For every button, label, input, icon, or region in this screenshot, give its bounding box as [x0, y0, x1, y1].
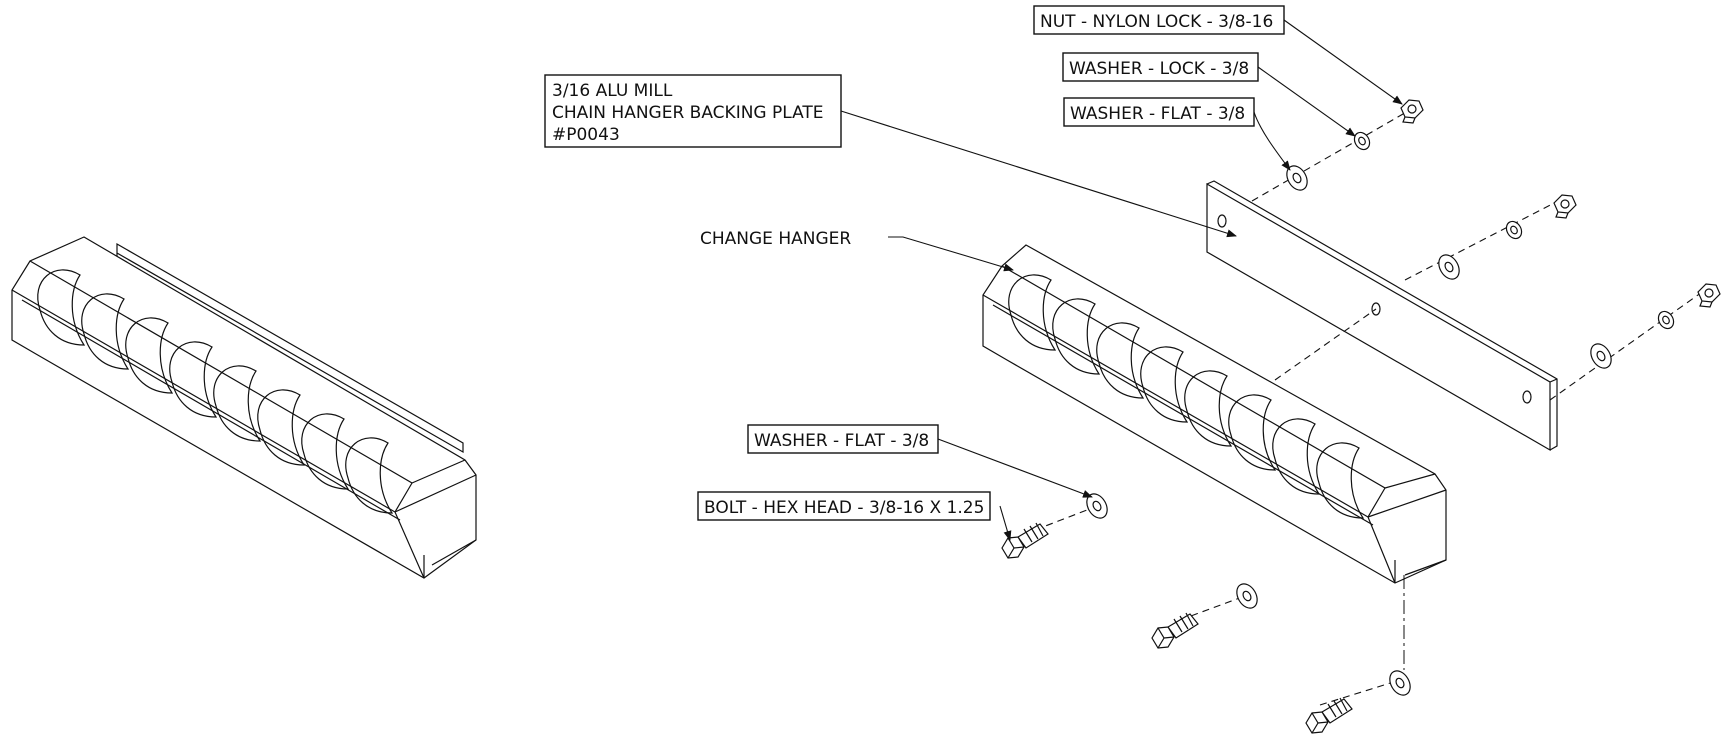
- flat-washer-icon: [1389, 670, 1411, 696]
- flat-washer-icon: [1236, 583, 1258, 609]
- flat-washer-icon: [1286, 165, 1308, 191]
- callout-backing-plate-line1: 3/16 ALU MILL: [552, 81, 673, 101]
- callout-flat-washer-top-text: WASHER - FLAT - 3/8: [1070, 104, 1245, 124]
- callout-backing-plate-line2: CHAIN HANGER BACKING PLATE: [552, 103, 824, 123]
- lock-washer-icon: [1505, 220, 1523, 240]
- hex-nut-icon: [1553, 194, 1577, 219]
- callout-nut-text: NUT - NYLON LOCK - 3/8-16: [1040, 12, 1273, 32]
- callout-flat-washer-bottom-text: WASHER - FLAT - 3/8: [754, 431, 929, 451]
- hex-nut-icon: [1400, 99, 1424, 124]
- callout-lock-washer-text: WASHER - LOCK - 3/8: [1069, 59, 1249, 79]
- hex-bolt-icon: [1305, 697, 1353, 734]
- callout-bolt: BOLT - HEX HEAD - 3/8-16 X 1.25: [697, 491, 1012, 541]
- lock-washer-icon: [1657, 310, 1675, 330]
- assembled-chain-hanger: [11, 236, 477, 579]
- exploded-chain-hanger: [982, 244, 1447, 584]
- callout-flat-washer-top: WASHER - FLAT - 3/8: [1063, 97, 1291, 171]
- callout-flat-washer-bottom: WASHER - FLAT - 3/8: [747, 424, 1093, 498]
- hex-bolt-icon: [1151, 612, 1199, 649]
- flat-washer-icon: [1590, 343, 1612, 369]
- callout-lock-washer: WASHER - LOCK - 3/8: [1062, 52, 1356, 137]
- hanger-slots-right: [1008, 274, 1365, 519]
- flat-washer-icon: [1438, 254, 1460, 280]
- callout-backing-plate-line3: #P0043: [552, 125, 620, 145]
- callout-chain-hanger: CHANGE HANGER: [700, 229, 1014, 272]
- hex-bolt-icon: [1001, 522, 1049, 559]
- fastener-axes: [1034, 109, 1706, 706]
- hex-nut-icon: [1697, 283, 1721, 308]
- callout-nut: NUT - NYLON LOCK - 3/8-16: [1033, 5, 1403, 105]
- hanger-slots-left: [37, 269, 394, 514]
- callout-bolt-text: BOLT - HEX HEAD - 3/8-16 X 1.25: [704, 498, 984, 518]
- backing-plate: [1206, 180, 1558, 452]
- lock-washer-icon: [1353, 131, 1371, 151]
- callout-chain-hanger-text: CHANGE HANGER: [700, 229, 851, 249]
- callout-backing-plate: 3/16 ALU MILL CHAIN HANGER BACKING PLATE…: [544, 74, 1237, 238]
